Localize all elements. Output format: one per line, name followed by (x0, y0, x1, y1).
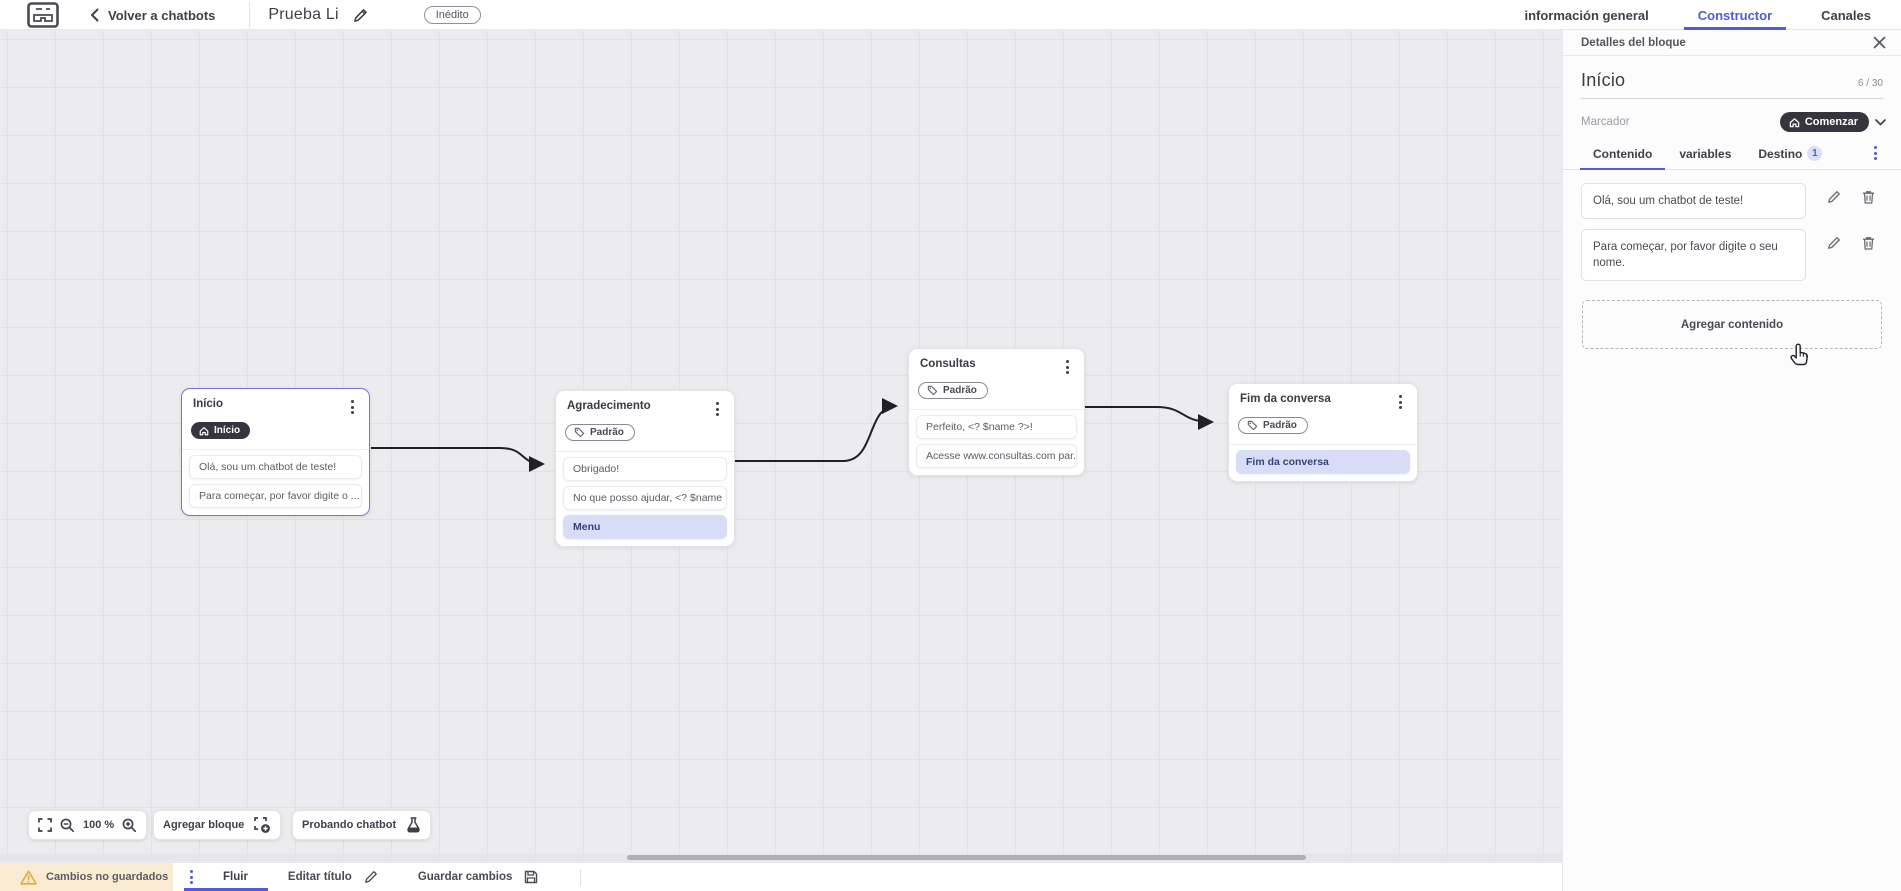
edit-pencil-icon (1828, 191, 1840, 203)
connection-arrows (371, 398, 1214, 472)
block-title: Início (193, 398, 224, 410)
flow-canvas[interactable]: Início Início Olá, sou um chatbot de tes… (0, 30, 1562, 862)
close-icon (1873, 36, 1886, 49)
unsaved-changes-badge: Cambios no guardados (0, 863, 173, 891)
trash-icon (1863, 237, 1874, 250)
zoom-level: 100 % (83, 819, 115, 831)
block-content-item: Olá, sou um chatbot de teste! (189, 454, 362, 479)
trash-icon (1863, 191, 1874, 204)
close-panel-button[interactable] (1873, 36, 1886, 49)
kebab-icon[interactable] (712, 400, 723, 418)
edit-chatbot-title-button[interactable] (353, 8, 368, 23)
block-title: Agradecimento (567, 400, 651, 412)
block-details-panel: Detalles del bloque Início 6 / 30 Marcad… (1562, 30, 1901, 891)
zoom-out-button[interactable] (60, 818, 75, 833)
fullscreen-button[interactable] (38, 818, 52, 832)
delete-message-button[interactable] (1862, 236, 1875, 250)
test-chatbot-button[interactable]: Probando chatbot (292, 810, 432, 840)
message-text[interactable]: Para começar, por favor digite o seu nom… (1581, 229, 1806, 281)
edit-pencil-icon (364, 871, 377, 883)
panel-title: Detalles del bloque (1581, 36, 1686, 49)
message-text[interactable]: Olá, sou um chatbot de teste! (1581, 183, 1806, 219)
fullscreen-icon (38, 818, 52, 832)
statusbar-kebab-icon[interactable] (186, 868, 197, 886)
status-badge: Inédito (423, 6, 481, 24)
flow-block-inicio[interactable]: Início Início Olá, sou um chatbot de tes… (181, 388, 370, 516)
back-label: Volver a chatbots (108, 7, 216, 23)
edit-pencil-icon (353, 8, 367, 22)
zoom-out-icon (60, 818, 75, 832)
block-content-item: Perfeito, <? $name ?>! (916, 415, 1077, 439)
flask-icon (407, 817, 420, 833)
tab-variables[interactable]: variables (1679, 147, 1732, 161)
block-marker-badge: Início (191, 422, 251, 439)
add-content-button[interactable]: Agregar contenido (1582, 300, 1882, 349)
block-marker-badge: Padrão (918, 382, 988, 399)
kebab-icon[interactable] (1062, 358, 1073, 376)
back-to-chatbots-button[interactable]: Volver a chatbots (90, 8, 215, 23)
tag-icon (1247, 420, 1258, 431)
tab-constructor[interactable]: Constructor (1683, 0, 1787, 30)
tab-destino[interactable]: Destino 1 (1758, 146, 1823, 169)
marker-label: Marcador (1581, 116, 1630, 128)
edit-message-button[interactable] (1827, 190, 1841, 204)
edit-title-button[interactable]: Editar título (288, 863, 378, 891)
delete-message-button[interactable] (1862, 190, 1875, 204)
marker-dropdown[interactable]: Comenzar (1779, 112, 1886, 132)
flow-block-consultas[interactable]: Consultas Padrão Perfeito, <? $name ?>! … (908, 348, 1085, 476)
tab-fluir[interactable]: Fluir (184, 863, 268, 891)
block-content-item-menu: Menu (563, 515, 727, 539)
tag-icon (927, 385, 938, 396)
tag-icon (574, 427, 585, 438)
block-title: Fim da conversa (1240, 393, 1331, 405)
back-chevron-icon (91, 8, 99, 22)
content-message-row: Para começar, por favor digite o seu nom… (1581, 229, 1901, 281)
chevron-down-icon (1875, 118, 1886, 125)
horizontal-scrollbar (0, 854, 1562, 861)
edit-message-button[interactable] (1827, 236, 1841, 250)
add-block-button[interactable]: Agregar bloque (153, 810, 282, 840)
block-content-item-end: Fim da conversa (1236, 450, 1410, 474)
chatbot-title: Prueba Li (268, 6, 339, 23)
topbar: Volver a chatbots Prueba Li Inédito info… (0, 0, 1901, 30)
add-block-icon (254, 816, 271, 833)
block-name-input[interactable]: Início (1581, 70, 1626, 90)
block-title: Consultas (920, 358, 976, 370)
block-content-item: Para começar, por favor digite o ... (189, 483, 362, 508)
statusbar: Cambios no guardados Fluir Editar título… (0, 862, 1562, 891)
flow-block-agradecimento[interactable]: Agradecimento Padrão Obrigado! No que po… (555, 390, 735, 547)
content-message-row: Olá, sou um chatbot de teste! (1581, 183, 1901, 219)
panel-tabs: Contenido variables Destino 1 (1563, 144, 1901, 170)
save-changes-button[interactable]: Guardar cambios (418, 863, 539, 891)
panel-kebab-icon[interactable] (1870, 144, 1881, 162)
topbar-divider (249, 2, 251, 28)
zoom-in-button[interactable] (122, 818, 137, 833)
home-icon (1789, 117, 1800, 127)
tab-contenido[interactable]: Contenido (1579, 147, 1666, 170)
char-counter: 6 / 30 (1857, 78, 1883, 89)
app-logo (24, 2, 62, 28)
flow-block-fim-da-conversa[interactable]: Fim da conversa Padrão Fim da conversa (1228, 383, 1418, 482)
block-marker-badge: Padrão (565, 424, 635, 441)
block-marker-badge: Padrão (1238, 417, 1308, 434)
zoom-in-icon (122, 818, 137, 832)
horizontal-scrollbar-thumb[interactable] (627, 855, 1306, 860)
save-icon (525, 870, 538, 884)
kebab-icon[interactable] (347, 398, 358, 416)
statusbar-divider (580, 868, 582, 886)
builder-nav: información general Constructor Canales (1522, 0, 1901, 30)
marker-value-badge: Comenzar (1779, 112, 1869, 132)
tab-informacion-general[interactable]: información general (1524, 7, 1649, 23)
block-content-item: No que posso ajudar, <? $name ... (563, 486, 727, 510)
kebab-icon[interactable] (1395, 393, 1406, 411)
destino-count-badge: 1 (1807, 146, 1823, 161)
block-content-item: Acesse www.consultas.com par... (916, 444, 1077, 468)
edit-pencil-icon (1828, 237, 1840, 249)
block-content-item: Obrigado! (563, 457, 727, 481)
home-icon (199, 426, 209, 435)
zoom-controls: 100 % (28, 810, 148, 840)
tab-canales[interactable]: Canales (1821, 7, 1871, 23)
warning-icon (20, 869, 37, 885)
